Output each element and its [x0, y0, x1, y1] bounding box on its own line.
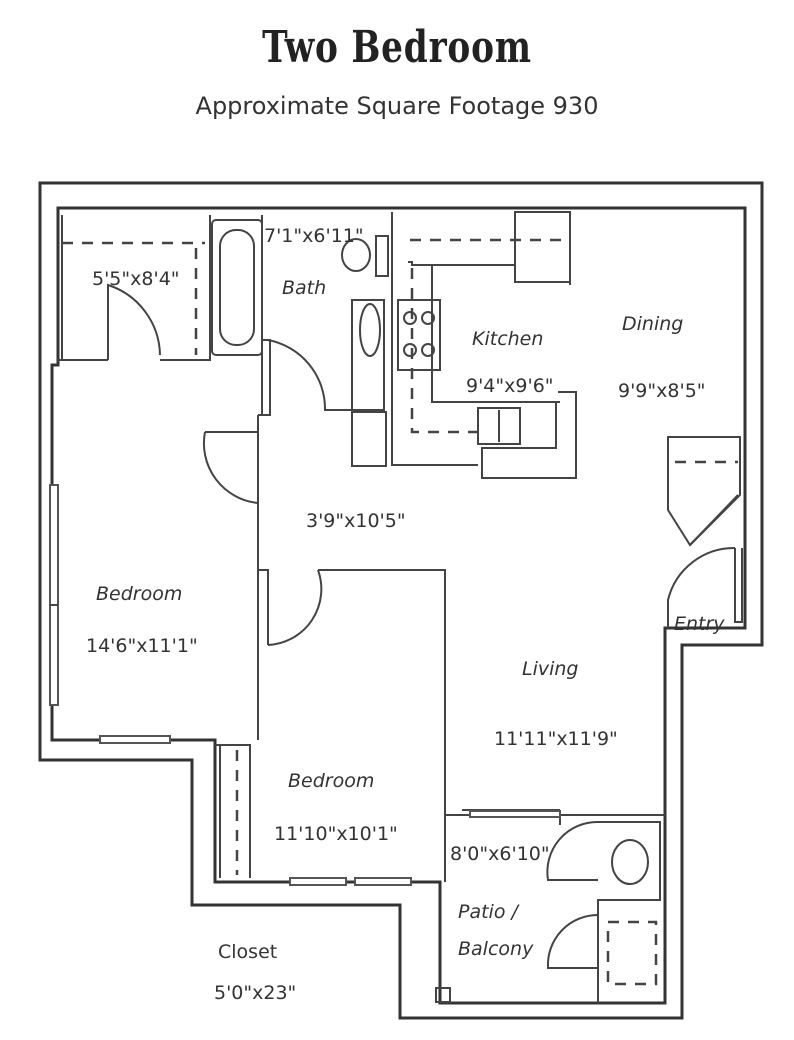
water-heater: [611, 839, 649, 885]
sink: [359, 303, 381, 357]
closet-top-left: [58, 215, 211, 361]
bath-name: Bath: [282, 277, 326, 299]
page-title: Two Bedroom: [262, 22, 532, 73]
toilet-tank: [375, 235, 389, 277]
burner-2: [421, 311, 435, 325]
bedroom2-dim: 11'10"x10'1": [274, 823, 398, 845]
kitchen-name: Kitchen: [472, 328, 543, 350]
hall-dim: 3'9"x10'5": [306, 510, 406, 532]
burner-3: [403, 343, 417, 357]
bath-kitchen-wall: [391, 212, 478, 466]
water-heater-closet-door: [546, 820, 599, 881]
patio-post: [435, 987, 451, 1003]
dining-dim: 9'9"x8'5": [618, 380, 706, 402]
entry-door: [667, 546, 736, 628]
bedroom2-window-a: [289, 877, 347, 886]
dining-name: Dining: [622, 313, 683, 335]
counter-outline: [408, 261, 560, 403]
burner-4: [421, 343, 435, 357]
closet-name: Closet: [218, 941, 277, 963]
living-name: Living: [522, 658, 579, 680]
bedroom2-wall: [258, 569, 446, 882]
bedroom2-door: [267, 569, 323, 646]
entry-name: Entry: [674, 613, 725, 635]
bedroom1-window-bottom: [99, 735, 171, 744]
bedroom2-name: Bedroom: [288, 770, 374, 792]
bathtub-basin: [219, 229, 255, 346]
stove: [397, 299, 441, 371]
bath-wall: [258, 215, 271, 416]
living-dim: 11'11"x11'9": [494, 728, 618, 750]
patio-dim: 8'0"x6'10": [450, 843, 550, 865]
patio-name-2: Balcony: [458, 938, 534, 960]
bedroom2-window-b: [354, 877, 412, 886]
patio-name-1: Patio /: [458, 901, 520, 923]
closet-small-dim: 5'5"x8'4": [92, 268, 180, 290]
bedroom1-name: Bedroom: [96, 583, 182, 605]
bedroom1-wall: [205, 415, 259, 740]
entry-door-leaf: [734, 548, 743, 623]
pantry: [667, 436, 741, 547]
closet-door: [107, 283, 161, 360]
patio-slider: [469, 810, 561, 818]
kitchen-dim: 9'4"x9'6": [466, 375, 554, 397]
pantry-door: [689, 494, 739, 546]
bath-dim: 7'1"x6'11": [264, 225, 364, 247]
kitchen-sink: [477, 407, 521, 445]
bedroom1-window-left: [49, 484, 59, 706]
outer-wall: [38, 181, 764, 1020]
hvac-unit: [351, 411, 387, 467]
bath-door: [267, 339, 352, 411]
bedroom1-dim: 14'6"x11'1": [86, 635, 198, 657]
peninsula: [481, 391, 577, 479]
inner-wall: [50, 206, 747, 1005]
burner-1: [403, 311, 417, 325]
vanity: [351, 299, 385, 411]
page-subtitle: Approximate Square Footage 930: [195, 92, 599, 120]
closet-dim: 5'0"x23": [214, 982, 296, 1004]
patio-closet-door: [546, 913, 599, 969]
toilet: [341, 238, 371, 272]
bedroom1-door: [202, 431, 259, 504]
patio-closet-wall: [597, 821, 661, 1003]
bedroom2-closet: [215, 744, 251, 878]
cabinet-top: [514, 211, 571, 283]
patio-storage: [606, 920, 658, 986]
counter-left-dash: [410, 268, 478, 434]
